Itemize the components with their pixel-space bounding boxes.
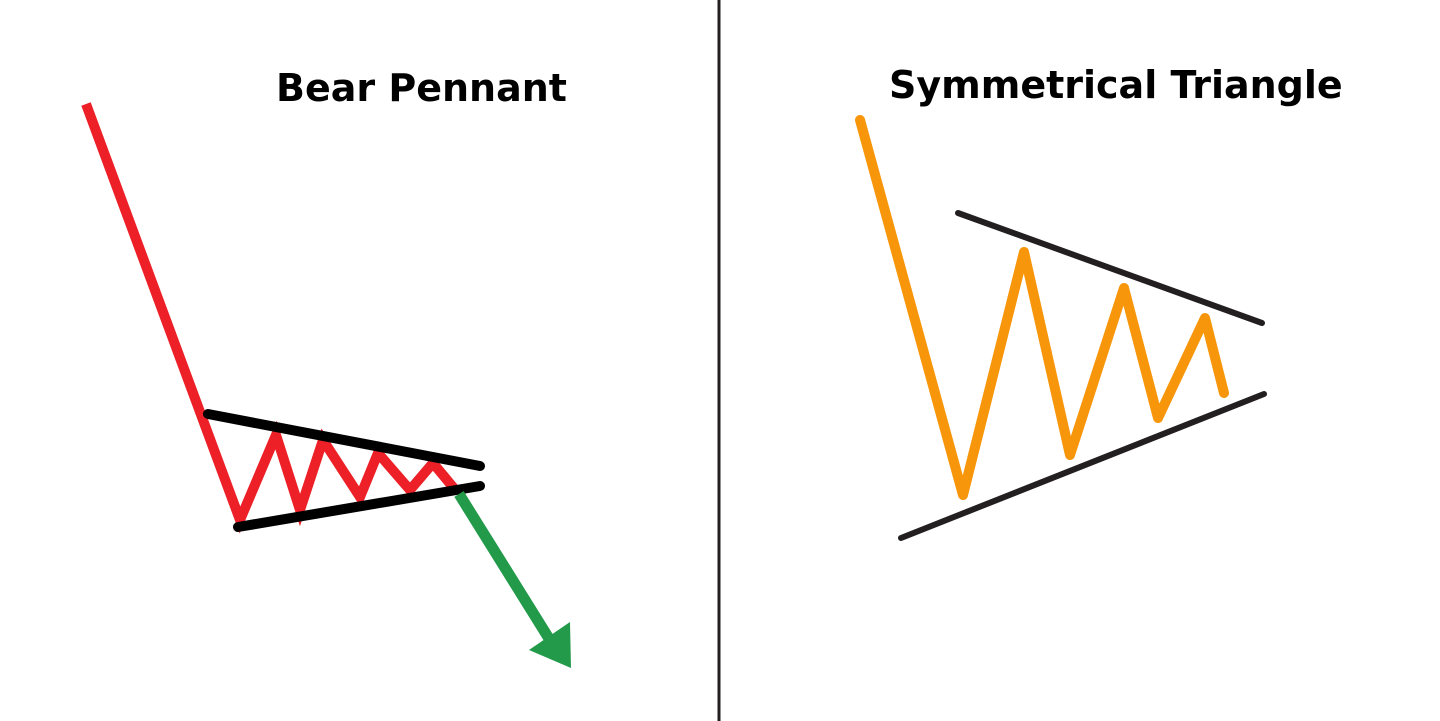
symmetrical-triangle-lower-trendline: [898, 391, 1267, 541]
symmetrical-triangle-price-line: [855, 115, 1229, 500]
bear-pennant-price-line: [81, 102, 461, 534]
bear-pennant-lower-trendline: [233, 481, 485, 532]
bear-pennant-title: Bear Pennant: [276, 66, 567, 110]
bear-pennant-upper-trendline: [203, 409, 485, 471]
symmetrical-triangle-title: Symmetrical Triangle: [889, 63, 1343, 107]
breakout-arrow-shaft: [454, 491, 558, 648]
symmetrical-triangle-upper-trendline: [955, 210, 1265, 326]
breakout-arrow-head-icon: [529, 622, 571, 668]
